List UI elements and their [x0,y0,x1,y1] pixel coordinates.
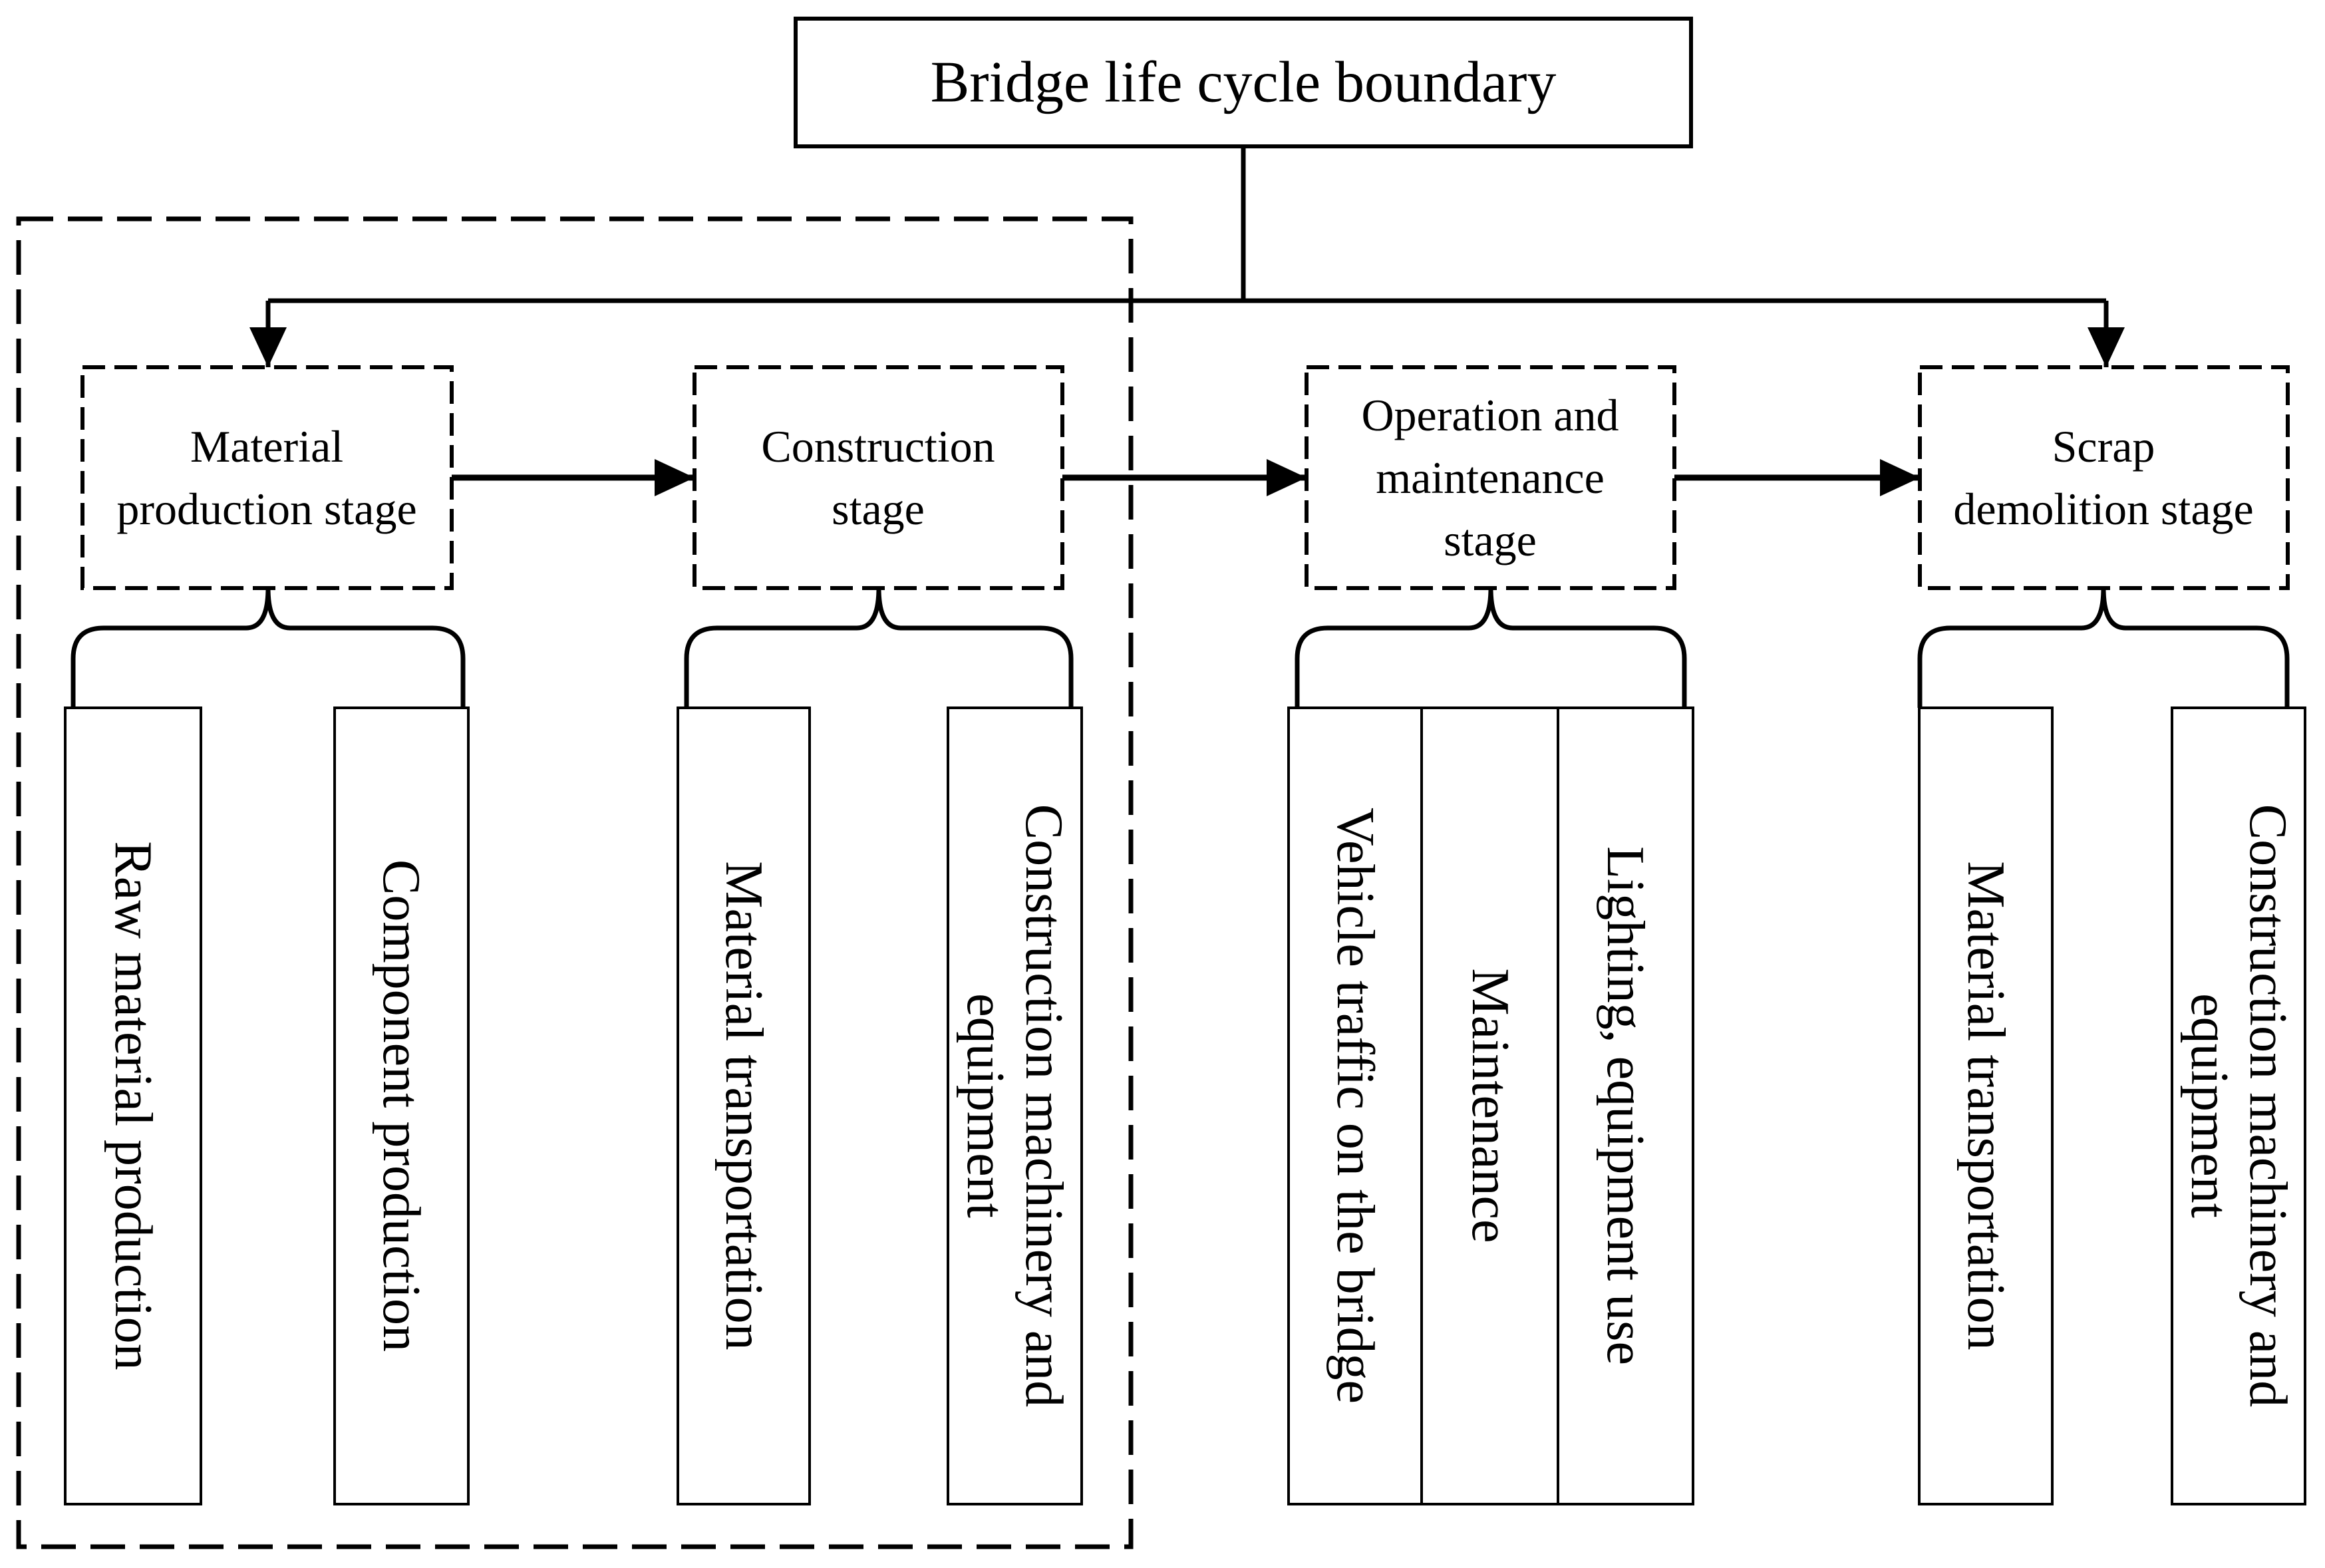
process-box-vehicle-traffic [1287,706,1423,1505]
brace-operation-maintenance [1295,587,1687,708]
process-box-material-transportation [677,706,811,1505]
process-box-scrap-material-transportation [1918,706,2054,1505]
root-label: Bridge life cycle boundary [931,51,1557,115]
process-label-raw-material-production-line: Raw material production [104,841,162,1370]
process-box-component-production [333,706,470,1505]
process-label-lighting-equipment: Lighting, equipment use [1596,846,1654,1365]
process-box-scrap-construction-machinery [2171,706,2306,1505]
process-label-scrap-material-transportation-line: Material transportation [1956,861,2015,1350]
process-label-maintenance-line: Maintenance [1461,968,1519,1243]
stage-box-operation-maintenance [1305,365,1676,590]
stage-box-material-production [80,365,454,590]
process-label-material-transportation: Material transportation [714,861,773,1350]
process-label-raw-material-production: Raw material production [104,841,162,1370]
stage-label-operation-maintenance: Operation and maintenance stage [1361,390,1619,565]
process-label-maintenance: Maintenance [1461,968,1519,1243]
stage-label-construction-line: Construction [761,421,995,472]
stage-label-material-production-line: Material [190,421,343,472]
brace-construction [684,587,1074,708]
process-label-construction-machinery-line: equipment [956,993,1014,1218]
process-label-component-production-line: Component production [372,860,430,1352]
stage-label-construction-line: stage [832,484,925,534]
process-label-scrap-material-transportation: Material transportation [1956,861,2015,1350]
stage-label-material-production-line: production stage [116,484,416,534]
stage-label-scrap-demolition-line: Scrap [2052,421,2155,472]
stage-label-operation-maintenance-line: maintenance [1376,452,1605,503]
process-label-scrap-construction-machinery: Construction machinery andequipment [2180,804,2297,1407]
brace-material-production [71,587,466,708]
process-label-material-transportation-line: Material transportation [714,861,773,1350]
process-label-vehicle-traffic-line: Vehicle traffic on the bridge [1326,808,1384,1404]
stage-box-construction [693,365,1064,590]
process-label-scrap-construction-machinery-line: Construction machinery and [2239,804,2297,1407]
process-label-construction-machinery: Construction machinery andequipment [956,804,1073,1407]
stage-box-scrap-demolition [1918,365,2290,590]
stage-label-construction: Construction stage [761,421,995,534]
brace-scrap-demolition [1917,587,2290,708]
stage-label-scrap-demolition: Scrap demolition stage [1953,421,2253,534]
process-box-lighting-equipment [1557,706,1694,1505]
process-label-component-production: Component production [372,860,430,1352]
stage-label-operation-maintenance-line: Operation and [1361,390,1619,440]
process-label-construction-machinery-line: Construction machinery and [1014,804,1073,1407]
stage-label-operation-maintenance-line: stage [1444,515,1537,565]
stage-label-scrap-demolition-line: demolition stage [1953,484,2253,534]
stage-label-material-production: Material production stage [116,421,416,534]
process-box-construction-machinery [947,706,1083,1505]
boundary-dashed-frame [16,216,1134,1549]
process-label-scrap-construction-machinery-line: equipment [2180,993,2239,1218]
process-box-raw-material-production [64,706,202,1505]
process-label-vehicle-traffic: Vehicle traffic on the bridge [1326,808,1384,1404]
process-label-lighting-equipment-line: Lighting, equipment use [1596,846,1654,1365]
